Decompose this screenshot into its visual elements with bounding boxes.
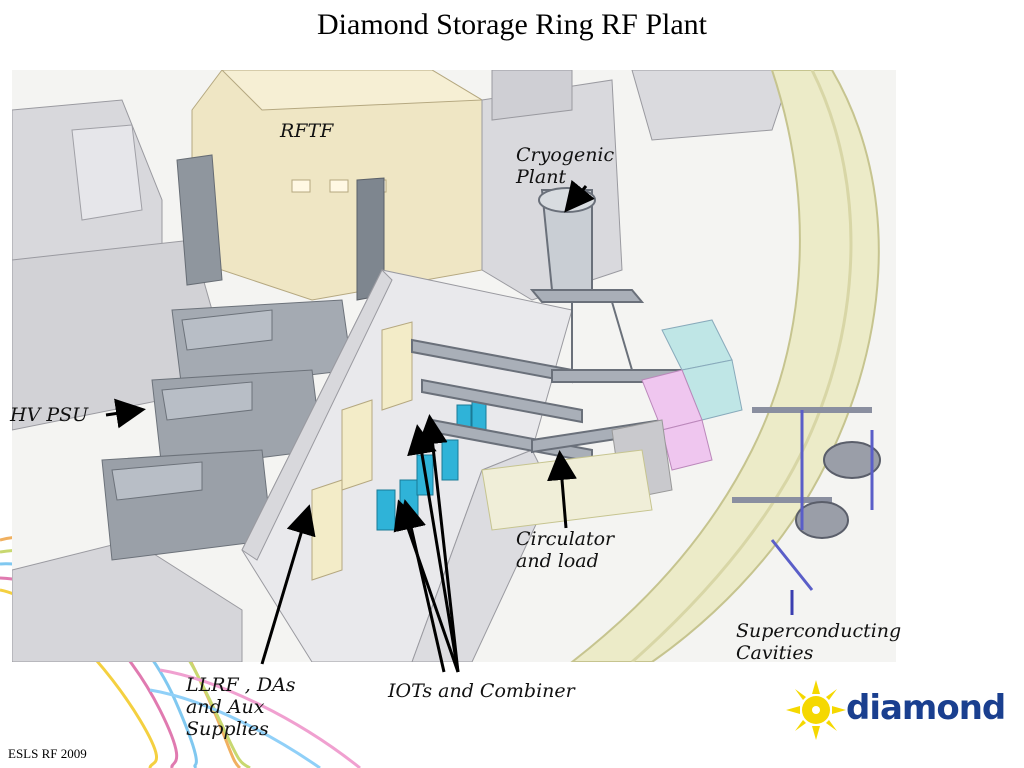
label-llrf-das-aux: LLRF , DAs and Aux Supplies: [186, 674, 296, 740]
superconducting-cavities: [732, 407, 881, 615]
diamond-logo: diamond: [786, 676, 1006, 746]
logo-wordmark: diamond: [846, 688, 1006, 728]
rftf-building: [176, 70, 484, 301]
cryogenic-arrow: [564, 179, 595, 213]
label-rftf: RFTF: [280, 120, 334, 142]
left-buildings: [12, 99, 243, 662]
hv-psu-units: [101, 299, 353, 561]
storage-ring-tunnel: [570, 70, 880, 662]
iot-arrow-4: [396, 499, 446, 673]
llrf-arrow: [260, 504, 316, 665]
service-panels: [481, 319, 743, 531]
iot-arrow-2: [407, 424, 460, 673]
label-iots-and-combiner: IOTs and Combiner: [388, 680, 575, 702]
label-hv-psu: HV PSU: [10, 404, 89, 426]
slide-footer: ESLS RF 2009: [8, 746, 87, 761]
label-superconducting-cavities: Superconducting Cavities: [736, 620, 902, 664]
label-circulator-and-load: Circulator and load: [516, 528, 615, 572]
slide-title: Diamond Storage Ring RF Plant: [317, 8, 707, 41]
hv-psu-arrow: [105, 398, 146, 429]
iot-arrow-1: [393, 499, 460, 673]
circulator-arrow: [547, 450, 577, 529]
label-cryogenic-plant: Cryogenic Plant: [516, 144, 615, 188]
rf-plant-3d-render: [12, 70, 896, 662]
sun-icon: [786, 680, 846, 740]
iot-arrow-3: [417, 414, 460, 673]
